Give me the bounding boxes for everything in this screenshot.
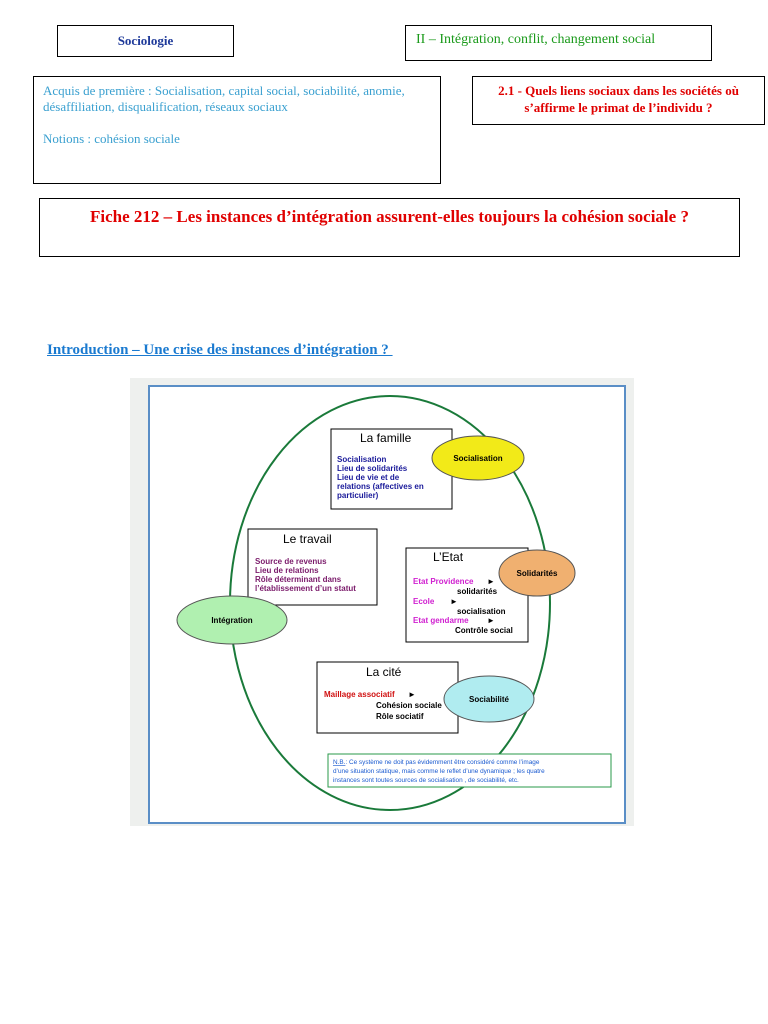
cite-label: Maillage associatif xyxy=(324,690,395,699)
sociabilite-label: Sociabilité xyxy=(469,695,510,704)
note-line-2: d’une situation statique, mais comme le … xyxy=(333,768,545,775)
travail-line-1: Source de revenus xyxy=(255,557,327,566)
note-box xyxy=(327,753,612,788)
socialisation-label: Socialisation xyxy=(453,454,502,463)
note-prefix: N.B. xyxy=(333,759,346,766)
travail-title: Le travail xyxy=(283,532,332,546)
arrow-2: ► xyxy=(450,597,458,606)
etat-item-3-result: Contrôle social xyxy=(455,626,513,635)
chapter-label: II – Intégration, conflit, changement so… xyxy=(416,32,656,47)
famille-line-2: Lieu de solidarités xyxy=(337,464,408,473)
arrow-1: ► xyxy=(487,577,495,586)
etat-item-1-result: solidarités xyxy=(457,587,498,596)
prerequisites-box: Acquis de première : Socialisation, capi… xyxy=(33,76,441,184)
travail-line-2: Lieu de relations xyxy=(255,566,319,575)
acquis-text: Acquis de première : Socialisation, capi… xyxy=(43,83,405,114)
famille-title: La famille xyxy=(360,431,412,445)
sheet-title: Fiche 212 – Les instances d’intégration … xyxy=(90,207,689,226)
famille-line-1: Socialisation xyxy=(337,455,386,464)
subject-box: Sociologie xyxy=(57,25,234,57)
note-line-3: instances sont toutes sources de sociali… xyxy=(333,777,519,784)
integration-oval xyxy=(176,595,288,645)
chapter-box: II – Intégration, conflit, changement so… xyxy=(405,25,712,61)
etat-item-2-result: socialisation xyxy=(457,607,506,616)
solidarites-oval xyxy=(498,549,576,597)
arrow-4: ► xyxy=(408,690,416,699)
sociabilite-oval xyxy=(443,675,535,723)
etat-item-3-label: Etat gendarme xyxy=(413,616,469,625)
question-text: 2.1 - Quels liens sociaux dans les socié… xyxy=(498,83,739,115)
cite-title: La cité xyxy=(366,665,402,679)
etat-item-1-label: Etat Providence xyxy=(413,577,474,586)
etat-title: L’Etat xyxy=(433,550,464,564)
cite-result-1: Cohésion sociale xyxy=(376,701,442,710)
sheet-title-box: Fiche 212 – Les instances d’intégration … xyxy=(39,198,740,257)
note-group: N.B.: Ce système ne doit pas évidemment … xyxy=(327,753,612,788)
travail-line-4: l’établissement d’un statut xyxy=(255,584,356,593)
cite-result-2: Rôle sociatif xyxy=(376,712,424,721)
cite-box xyxy=(316,661,459,734)
famille-group: La famille Socialisation Lieu de solidar… xyxy=(330,428,453,510)
famille-line-5: particulier) xyxy=(337,491,379,500)
integration-label: Intégration xyxy=(211,616,252,625)
famille-line-4: relations (affectives en xyxy=(337,482,424,491)
solidarites-label: Solidarités xyxy=(517,569,558,578)
question-box: 2.1 - Quels liens sociaux dans les socié… xyxy=(472,76,765,125)
introduction-heading[interactable]: Introduction – Une crise des instances d… xyxy=(47,342,393,358)
travail-line-3: Rôle déterminant dans xyxy=(255,575,342,584)
travail-group: Le travail Source de revenus Lieu de rel… xyxy=(247,528,378,606)
cite-group: La cité Maillage associatif ► Cohésion s… xyxy=(316,661,459,734)
famille-line-3: Lieu de vie et de xyxy=(337,473,400,482)
travail-box xyxy=(247,528,378,606)
famille-box xyxy=(330,428,453,510)
arrow-3: ► xyxy=(487,616,495,625)
subject-label: Sociologie xyxy=(117,33,174,48)
note-line-1-text: : Ce système ne doit pas évidemment être… xyxy=(345,759,539,766)
notions-text: Notions : cohésion sociale xyxy=(43,131,180,146)
note-line-1: N.B.: Ce système ne doit pas évidemment … xyxy=(333,759,540,766)
socialisation-oval xyxy=(431,435,525,481)
etat-item-2-label: Ecole xyxy=(413,597,435,606)
